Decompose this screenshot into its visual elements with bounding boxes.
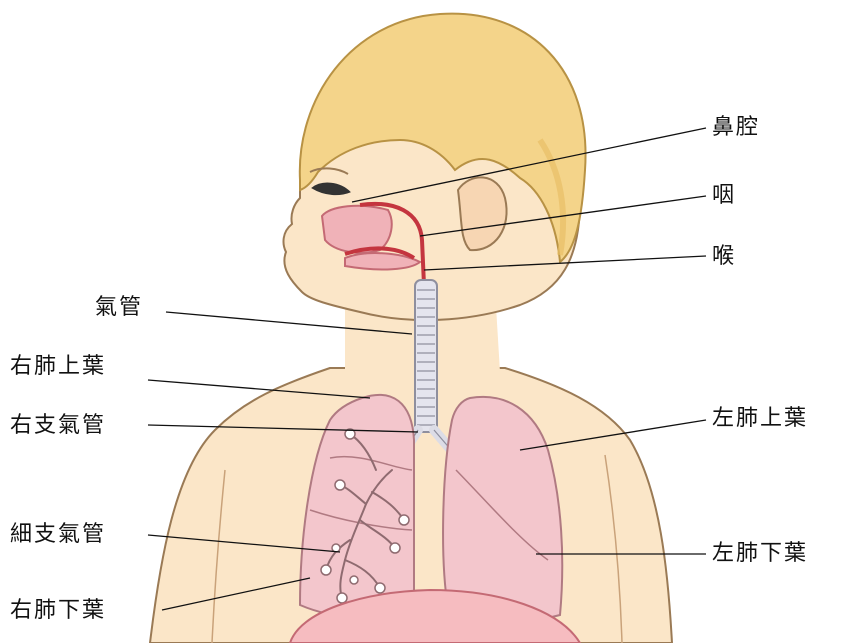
label-right-lower-lobe: 右肺下葉 [10, 600, 106, 622]
label-bronchiole: 細支氣管 [10, 524, 106, 546]
label-right-upper-lobe: 右肺上葉 [10, 356, 106, 378]
trachea-tube [415, 280, 437, 432]
label-right-main-bronchus: 右支氣管 [10, 415, 106, 437]
label-left-lower-lobe: 左肺下葉 [712, 543, 808, 565]
nasal-cavity [322, 206, 392, 253]
label-left-upper-lobe: 左肺上葉 [712, 408, 808, 430]
label-nasal-cavity: 鼻腔 [712, 117, 760, 139]
label-trachea: 氣管 [95, 297, 143, 319]
label-pharynx: 咽 [712, 185, 736, 207]
label-larynx: 喉 [712, 246, 736, 268]
